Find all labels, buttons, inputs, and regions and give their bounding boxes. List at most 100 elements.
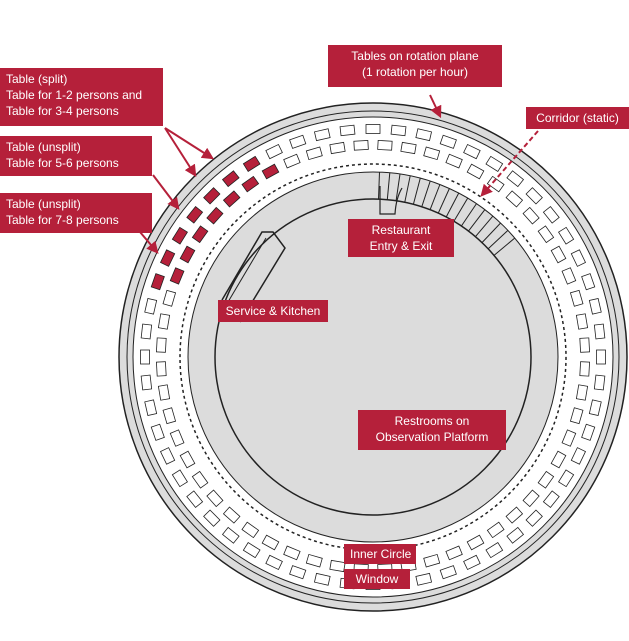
stair-step [429,184,441,210]
table [171,226,188,245]
leader-arrows [139,94,539,254]
table [550,450,567,469]
table [542,490,560,509]
table [569,407,584,425]
table [313,128,331,142]
stair-step [437,188,450,214]
table [261,163,280,180]
table [579,361,591,377]
table [289,565,307,580]
table [241,175,260,193]
table [486,521,505,539]
table [558,226,575,245]
label-line: Table for 3-4 persons [6,104,119,118]
table [558,469,575,488]
table [593,374,606,391]
label-line: Table (split) [6,72,68,86]
table [365,124,381,134]
table [486,175,505,193]
label-corridor: Corridor (static) [526,107,629,129]
table [222,506,241,524]
table [159,447,176,465]
table [439,565,457,580]
table [313,572,331,586]
label-service-kitchen: Service & Kitchen [218,300,328,322]
kitchen-wall-inner [227,237,267,303]
table [466,163,485,180]
label-restrooms: Restrooms on Observation Platform [358,410,506,450]
table [400,141,417,155]
label-line: Table for 5-6 persons [6,156,119,170]
table [506,526,525,544]
table [242,155,261,172]
table [596,349,606,365]
table [575,313,589,330]
table [561,267,577,285]
label-line: Table for 1-2 persons and [6,88,143,102]
label-line: Observation Platform [375,430,489,444]
table [221,170,240,188]
arrow-unsplit-78 [139,231,159,254]
table [522,206,540,225]
label-line: Restaurant [371,223,431,237]
table [206,206,224,225]
table [186,205,204,224]
stair-step [421,180,431,207]
table [581,423,596,441]
label-rotation-plane: Tables on rotation plane (1 rotation per… [328,45,502,87]
table [537,225,555,244]
table [203,509,221,527]
arrow-corridor [480,130,539,197]
stair-step [493,237,516,256]
table [329,559,346,573]
table [390,124,407,137]
label-table-unsplit-56: Table (unsplit) Table for 5-6 persons [0,136,152,176]
table [537,470,555,489]
table [463,143,481,160]
table [570,249,587,267]
kitchen-wall [221,231,286,323]
stair-step [468,209,486,232]
arrow-unsplit-56 [152,174,180,210]
table [242,542,261,559]
table [415,572,433,586]
table [179,245,196,264]
table [588,399,602,417]
table [525,509,543,527]
table [581,273,596,291]
table [570,447,587,465]
label-line: Restrooms on [394,414,470,428]
table [261,534,280,551]
table [155,361,167,377]
table [150,423,165,441]
table [377,139,393,151]
table [171,469,188,488]
table [506,170,525,188]
arrow-rotation [429,94,442,119]
entry-stairs [378,172,516,256]
table [169,267,185,285]
table [162,407,177,425]
table [575,384,589,401]
table [289,134,307,149]
stair-step [378,172,380,200]
table [241,521,260,539]
table [265,554,283,571]
table [550,245,567,264]
table [415,128,433,142]
table [179,450,196,469]
table [525,187,543,205]
table [221,526,240,544]
table [144,297,158,315]
table [561,429,577,447]
table [423,146,441,161]
table [162,289,177,307]
table [466,534,485,551]
label-line: Entry & Exit [369,239,433,253]
table [157,313,171,330]
table [445,545,463,561]
table [485,155,504,172]
table [445,153,463,169]
table [283,153,301,169]
table [329,141,346,155]
